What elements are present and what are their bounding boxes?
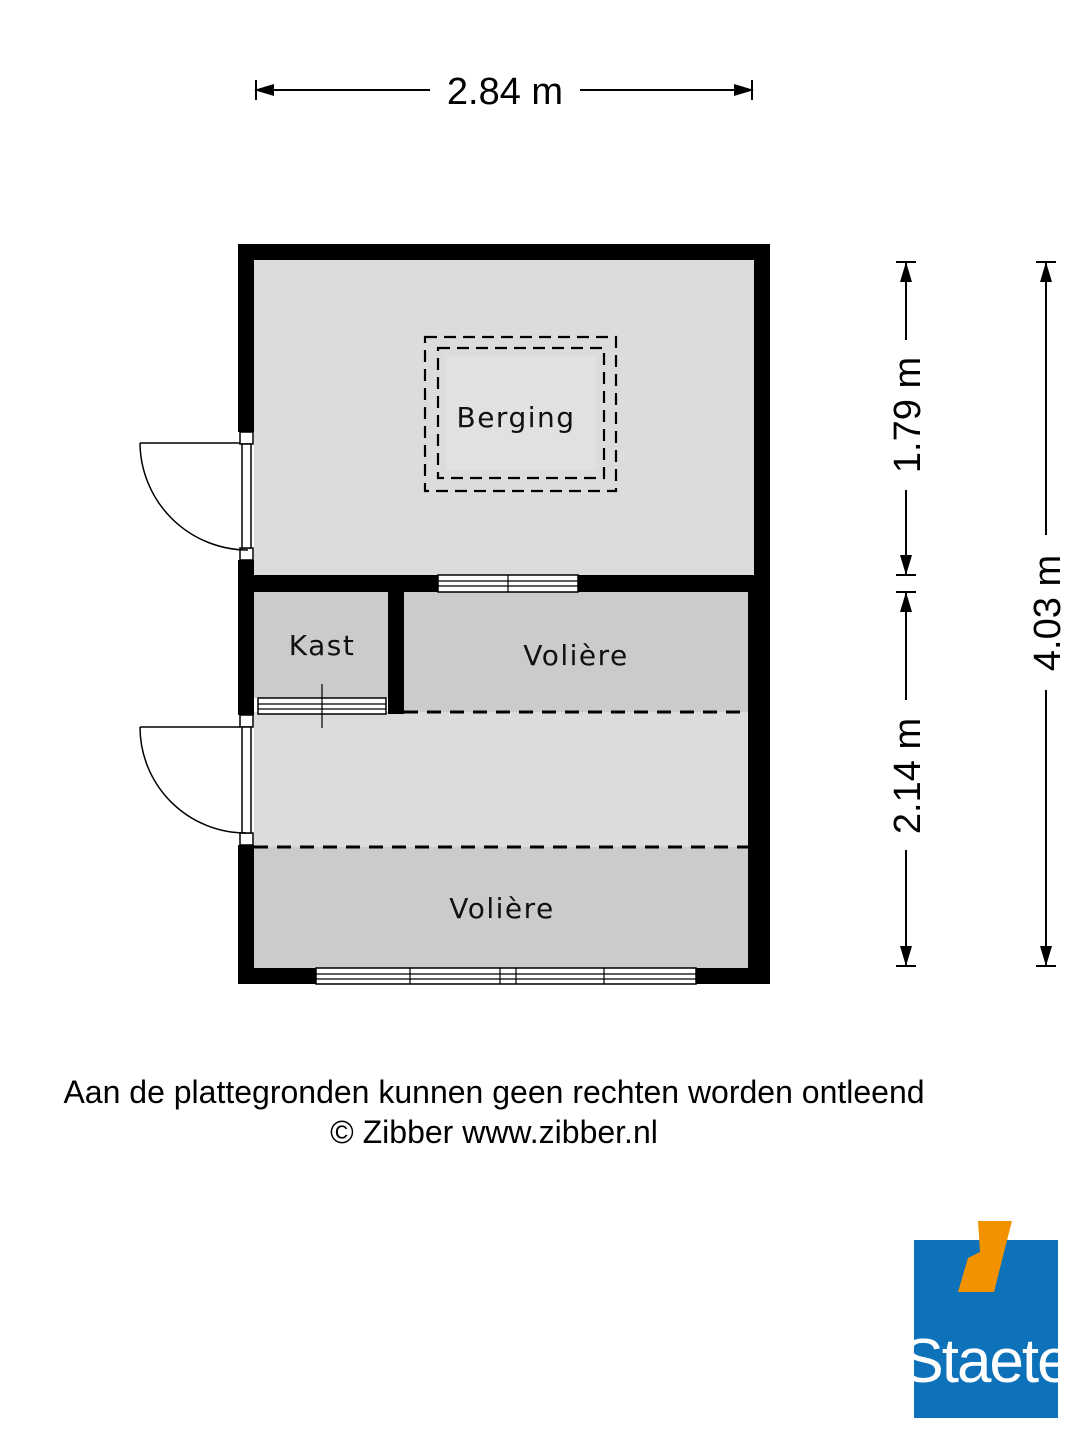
wall-top <box>238 244 770 260</box>
room-label-voliere-bottom: Volière <box>449 892 555 925</box>
dimension-upper-height-label: 1.79 m <box>887 357 929 473</box>
floor-voliere-bottom <box>254 847 748 968</box>
window-interior <box>437 574 579 593</box>
dimension-total-height-label: 4.03 m <box>1027 555 1069 671</box>
window-bottom <box>315 967 697 985</box>
door-lower <box>139 714 254 846</box>
floor-voliere-top <box>404 592 748 712</box>
arrow-right-icon <box>734 84 754 96</box>
logo-brand-text: Staete <box>902 1327 1069 1396</box>
arrow-left-icon <box>254 84 274 96</box>
wall-left-1 <box>238 244 254 432</box>
dimension-width: 2.84 m <box>254 71 754 113</box>
dimension-width-label: 2.84 m <box>447 71 563 113</box>
kast-door <box>257 684 387 728</box>
arrow-up-icon <box>1040 262 1052 282</box>
wall-interior-horizontal-right <box>578 575 770 592</box>
wall-kast-right <box>388 592 404 714</box>
logo-orange-shape <box>958 1221 1012 1292</box>
dimension-upper-height: 1.79 m <box>887 261 929 576</box>
wall-left-3 <box>238 845 254 984</box>
wall-right-lower <box>748 575 770 984</box>
wall-left-2 <box>238 560 254 715</box>
room-label-voliere-top: Volière <box>523 639 629 672</box>
room-label-berging: Berging <box>456 401 575 434</box>
wall-right-upper <box>754 244 770 592</box>
arrow-down-icon <box>900 555 912 575</box>
door-upper <box>139 431 254 561</box>
staete-logo: Staete <box>902 1221 1072 1418</box>
arrow-up-icon <box>900 262 912 282</box>
wall-interior-horizontal-left <box>238 575 438 592</box>
roof-hatch <box>423 335 618 493</box>
dimension-total-height: 4.03 m <box>1027 261 1069 967</box>
arrow-down-icon <box>1040 946 1052 966</box>
arrow-up-icon <box>900 592 912 612</box>
dimension-lower-height-label: 2.14 m <box>887 718 929 834</box>
floor-kast <box>254 592 388 698</box>
room-label-kast: Kast <box>289 629 356 662</box>
copyright-text: © Zibber www.zibber.nl <box>330 1114 658 1150</box>
floor-passage <box>254 712 748 847</box>
disclaimer-text: Aan de plattegronden kunnen geen rechten… <box>63 1074 924 1110</box>
dimension-lower-height: 2.14 m <box>887 591 929 967</box>
arrow-down-icon <box>900 946 912 966</box>
